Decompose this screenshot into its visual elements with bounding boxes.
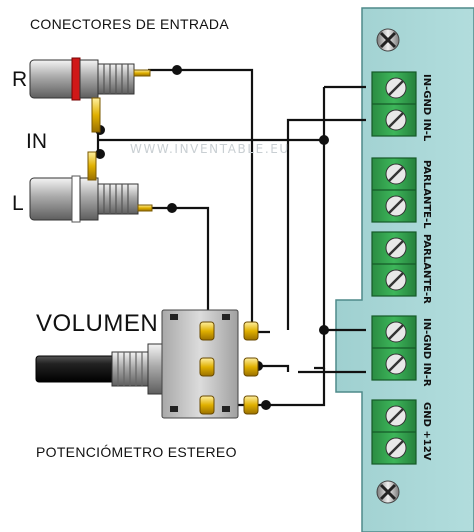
jack-l-label: L — [12, 192, 24, 215]
wire-in-gnd-top — [322, 85, 366, 140]
potentiometer-label: POTENCIÓMETRO ESTEREO — [36, 444, 237, 460]
screw-top-icon — [376, 28, 400, 52]
title-label: CONECTORES DE ENTRADA — [30, 16, 229, 32]
terminal-screw-icon — [385, 321, 407, 343]
terminal-screw-icon — [385, 109, 407, 131]
volume-label: VOLUMEN — [36, 310, 159, 337]
terminal-label: PARLANTE-L — [421, 160, 432, 229]
terminal-block: PARLANTE-L — [371, 157, 432, 229]
stereo-potentiometer — [35, 309, 259, 419]
wire-r-signal — [148, 68, 254, 330]
terminal-label: IN-GND IN-L — [421, 74, 432, 142]
terminal-screw-icon — [385, 195, 407, 217]
rca-jack-r — [29, 57, 151, 133]
terminal-block: IN-GND IN-R — [371, 315, 432, 387]
wire-in-r — [258, 364, 366, 374]
terminal-label: IN-GND IN-R — [421, 318, 432, 387]
terminal-screw-icon — [385, 237, 407, 259]
screw-bottom-icon — [376, 480, 400, 504]
terminal-screw-icon — [385, 437, 407, 459]
input-label: IN — [26, 130, 47, 153]
terminal-screw-icon — [385, 353, 407, 375]
terminal-screw-icon — [385, 77, 407, 99]
terminal-block: GND +12V — [371, 399, 432, 465]
terminal-label: PARLANTE-R — [421, 234, 432, 304]
terminal-screw-icon — [385, 163, 407, 185]
rca-jack-l — [29, 151, 153, 223]
terminal-screw-icon — [385, 405, 407, 427]
terminal-label: GND +12V — [421, 402, 432, 461]
terminal-screw-icon — [385, 269, 407, 291]
wire-in-l — [286, 118, 366, 330]
wire-pot-ground — [212, 368, 326, 407]
watermark: WWW.INVENTABLE.EU — [130, 142, 290, 156]
jack-r-label: R — [12, 68, 28, 91]
terminal-block: PARLANTE-R — [371, 231, 432, 304]
terminal-blocks: IN-GND IN-L PARLANTE-L PARLANTE-R IN-GND IN… — [371, 71, 432, 465]
terminal-block: IN-GND IN-L — [371, 71, 432, 142]
